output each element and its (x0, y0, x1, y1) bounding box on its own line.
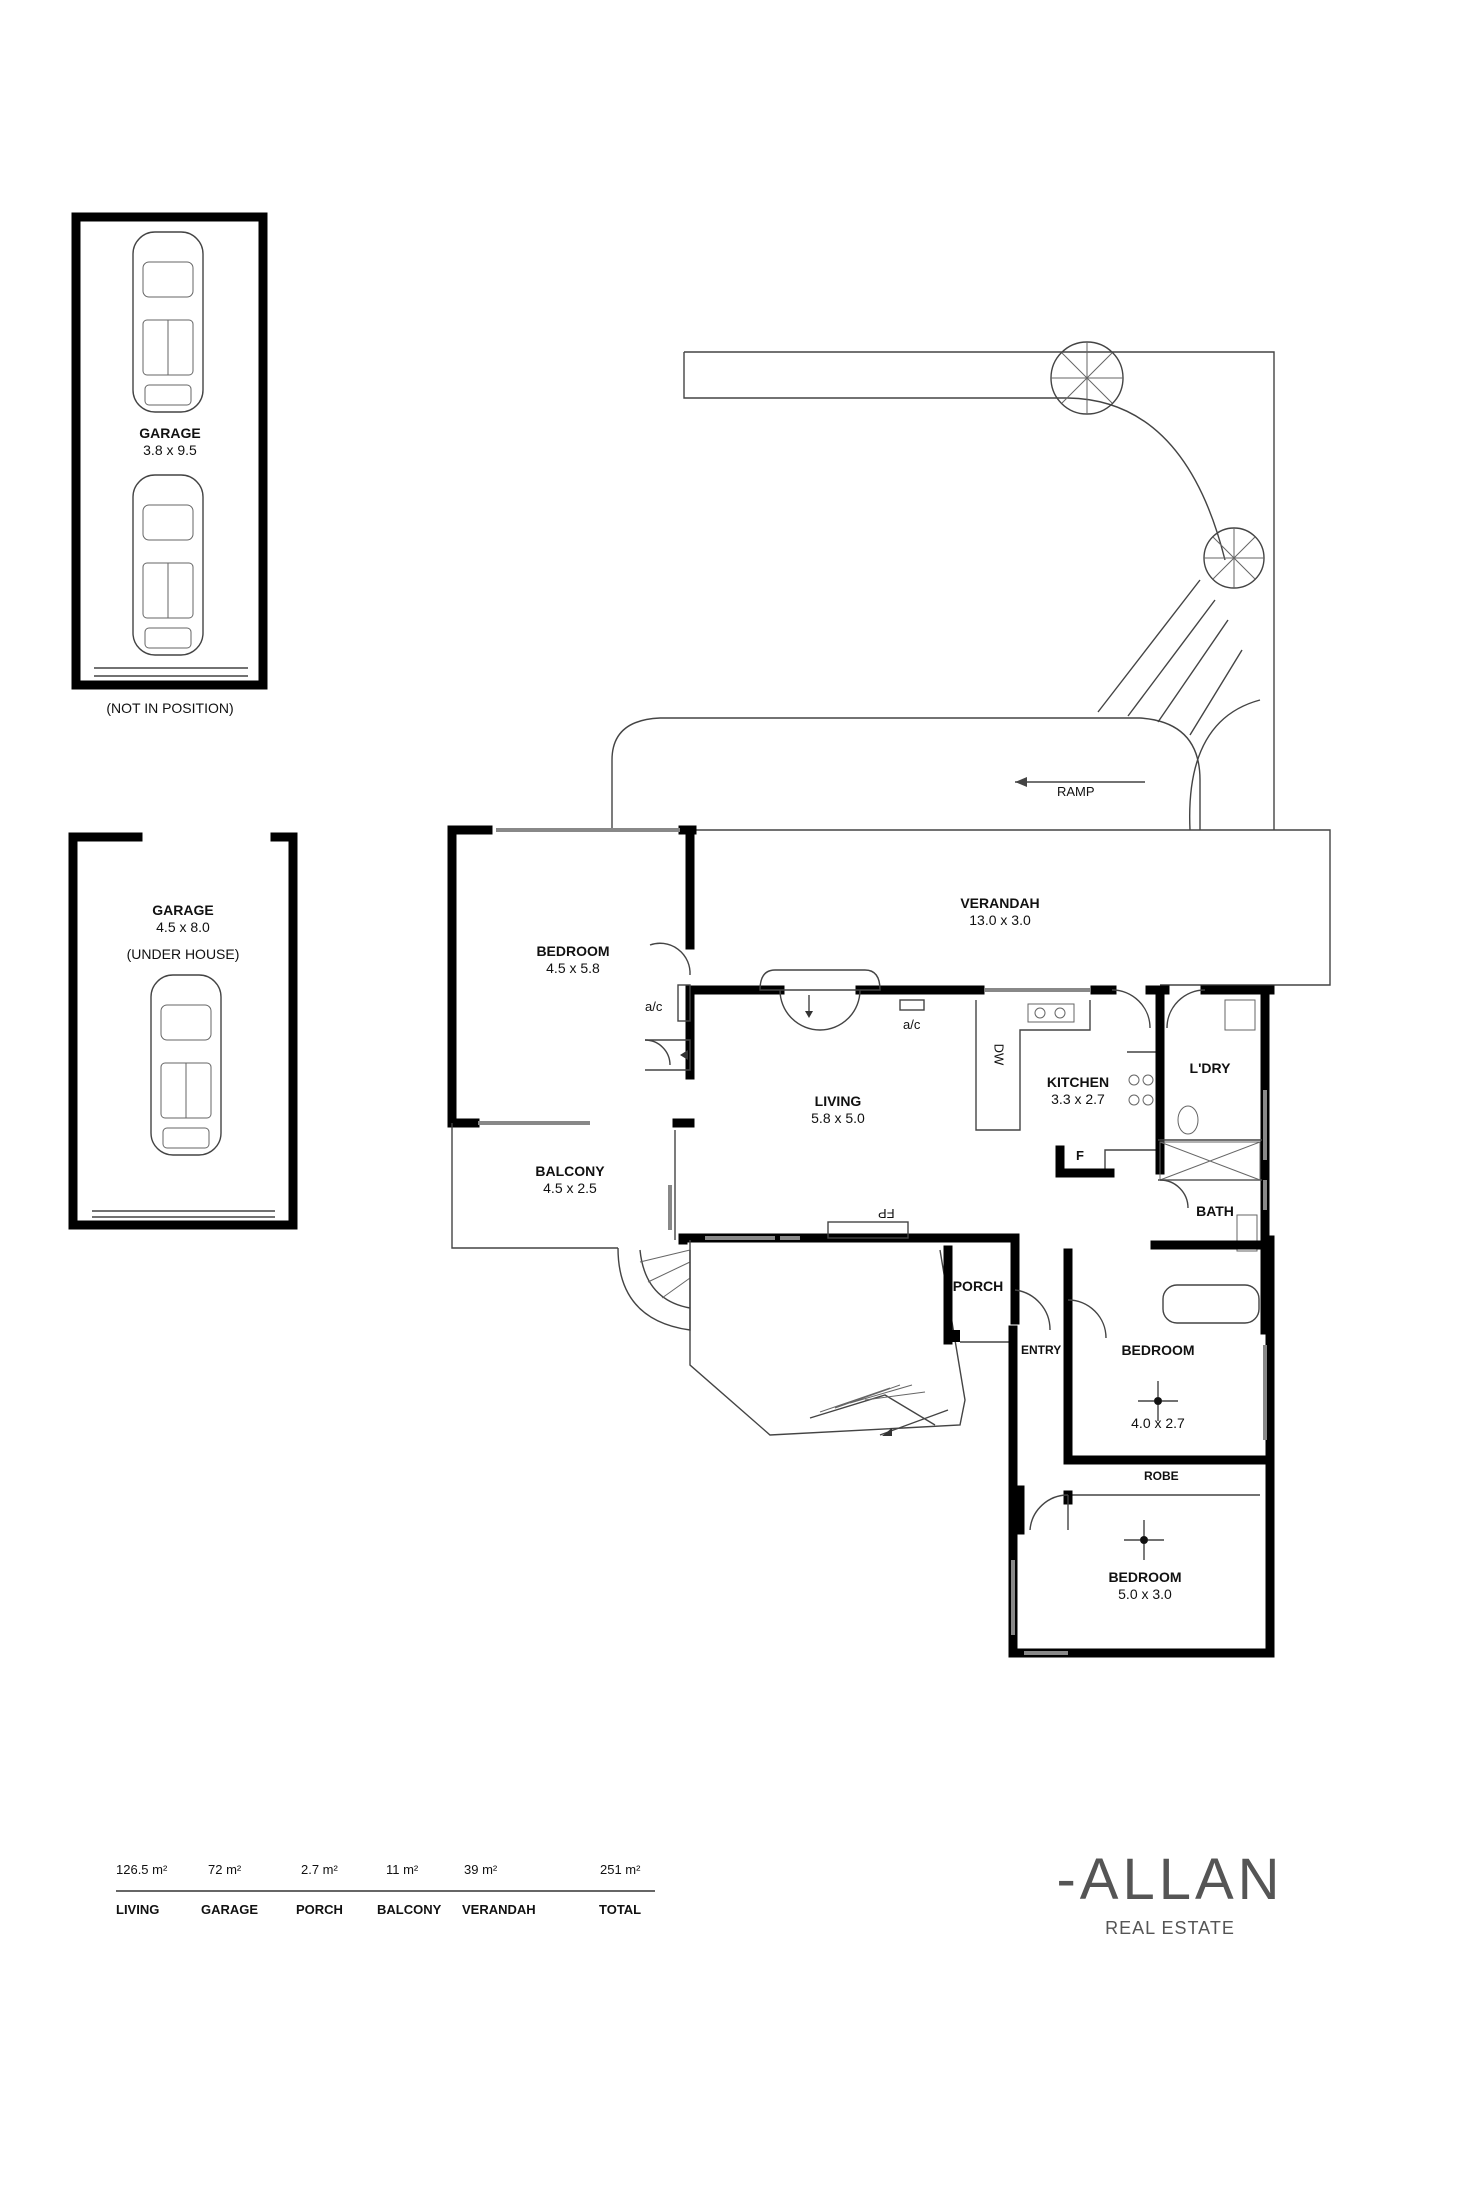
kitchen-fixtures (975, 1000, 1159, 1178)
area-value: 251 m² (600, 1862, 641, 1877)
fridge-label: F (1076, 1148, 1084, 1163)
room-dims: 4.5 x 2.5 (543, 1180, 597, 1196)
garage-under-label: GARAGE 4.5 x 8.0 (133, 902, 233, 936)
porch-label: PORCH (943, 1278, 1013, 1295)
room-name: BALCONY (535, 1163, 605, 1179)
room-name: BEDROOM (536, 943, 610, 959)
fireplace-label: FP (878, 1206, 895, 1221)
area-value: 126.5 m² (116, 1862, 168, 1877)
garage-under (68, 832, 298, 1230)
bedroom-3-label: BEDROOM 5.0 x 3.0 (1090, 1569, 1200, 1603)
brand-name: -ALLAN (1056, 1847, 1284, 1912)
room-name: PORCH (952, 1278, 1004, 1294)
ceiling-fan-icon (1138, 1381, 1178, 1421)
room-dims: 3.3 x 2.7 (1051, 1091, 1105, 1107)
garage-under-note: (UNDER HOUSE) (126, 946, 240, 962)
balcony-outline (451, 1123, 691, 1331)
verandah-outline (690, 829, 1331, 986)
robe-label: ROBE (1144, 1469, 1179, 1483)
bedroom-2-label: BEDROOM (1103, 1342, 1213, 1359)
room-name: BATH (1196, 1203, 1234, 1219)
area-label: VERANDAH (462, 1902, 536, 1917)
area-label: TOTAL (599, 1902, 642, 1917)
cupboard (644, 1039, 691, 1071)
room-name: VERANDAH (960, 895, 1040, 911)
area-label: LIVING (116, 1902, 160, 1917)
area-value: 11 m² (386, 1862, 419, 1877)
room-dims: 3.8 x 9.5 (143, 442, 197, 458)
area-value: 39 m² (464, 1862, 498, 1877)
car-icon (132, 231, 204, 413)
ac-label: a/c (903, 1017, 921, 1032)
ac-unit (899, 999, 925, 1011)
bedrooms-walls (1008, 1235, 1275, 1658)
room-dims: 4.5 x 8.0 (156, 919, 210, 935)
tree-icon (1050, 341, 1124, 415)
brand-logo: -ALLAN REAL ESTATE (1040, 1850, 1300, 1939)
garage-top (71, 212, 268, 690)
tree-icon (1203, 527, 1265, 589)
room-name: GARAGE (139, 425, 201, 441)
ceiling-fan-icon (1124, 1520, 1164, 1560)
car-icon (150, 974, 222, 1156)
area-value: 72 m² (208, 1862, 242, 1877)
living-label: LIVING 5.8 x 5.0 (778, 1093, 898, 1127)
room-name: L'DRY (1189, 1060, 1231, 1076)
ac-label: a/c (645, 999, 663, 1014)
area-label: BALCONY (377, 1902, 442, 1917)
entry-label: ENTRY (1021, 1343, 1062, 1357)
room-dims: 5.0 x 3.0 (1118, 1586, 1172, 1602)
area-value: 2.7 m² (301, 1862, 338, 1877)
area-label: GARAGE (201, 1902, 259, 1917)
room-name: KITCHEN (1046, 1074, 1110, 1090)
brand-tagline: REAL ESTATE (1105, 1918, 1235, 1938)
bedroom-1-walls (447, 825, 697, 1128)
room-dims: 5.8 x 5.0 (811, 1110, 865, 1126)
fireplace (827, 1221, 909, 1239)
french-doors (759, 969, 881, 1031)
ramp-arrow (1015, 777, 1145, 787)
room-name: GARAGE (152, 902, 214, 918)
room-name: LIVING (814, 1093, 862, 1109)
room-name: BEDROOM (1108, 1569, 1182, 1585)
garage-top-note: (NOT IN POSITION) (106, 700, 234, 716)
kitchen-label: KITCHEN 3.3 x 2.7 (1018, 1074, 1138, 1108)
laundry-bath-walls (1150, 985, 1270, 1335)
porch-deck (689, 1245, 1051, 1436)
room-dims: 13.0 x 3.0 (969, 912, 1031, 928)
bedroom-2-dims: 4.0 x 2.7 (1131, 1415, 1185, 1431)
ramp-label: RAMP (1057, 784, 1095, 799)
driveway-outline (611, 351, 1275, 831)
dishwasher-label: DW (991, 1043, 1007, 1066)
car-icon (132, 474, 204, 656)
garage-top-label: GARAGE 3.8 x 9.5 (120, 425, 220, 459)
bedroom-1-label: BEDROOM 4.5 x 5.8 (513, 943, 633, 977)
room-dims: 4.5 x 5.8 (546, 960, 600, 976)
laundry-label: L'DRY (1175, 1060, 1245, 1077)
balcony-label: BALCONY 4.5 x 2.5 (510, 1163, 630, 1197)
area-label: PORCH (296, 1902, 343, 1917)
room-name: BEDROOM (1121, 1342, 1195, 1358)
verandah-label: VERANDAH 13.0 x 3.0 (940, 895, 1060, 929)
bath-label: BATH (1185, 1203, 1245, 1220)
ac-unit (677, 984, 691, 1022)
